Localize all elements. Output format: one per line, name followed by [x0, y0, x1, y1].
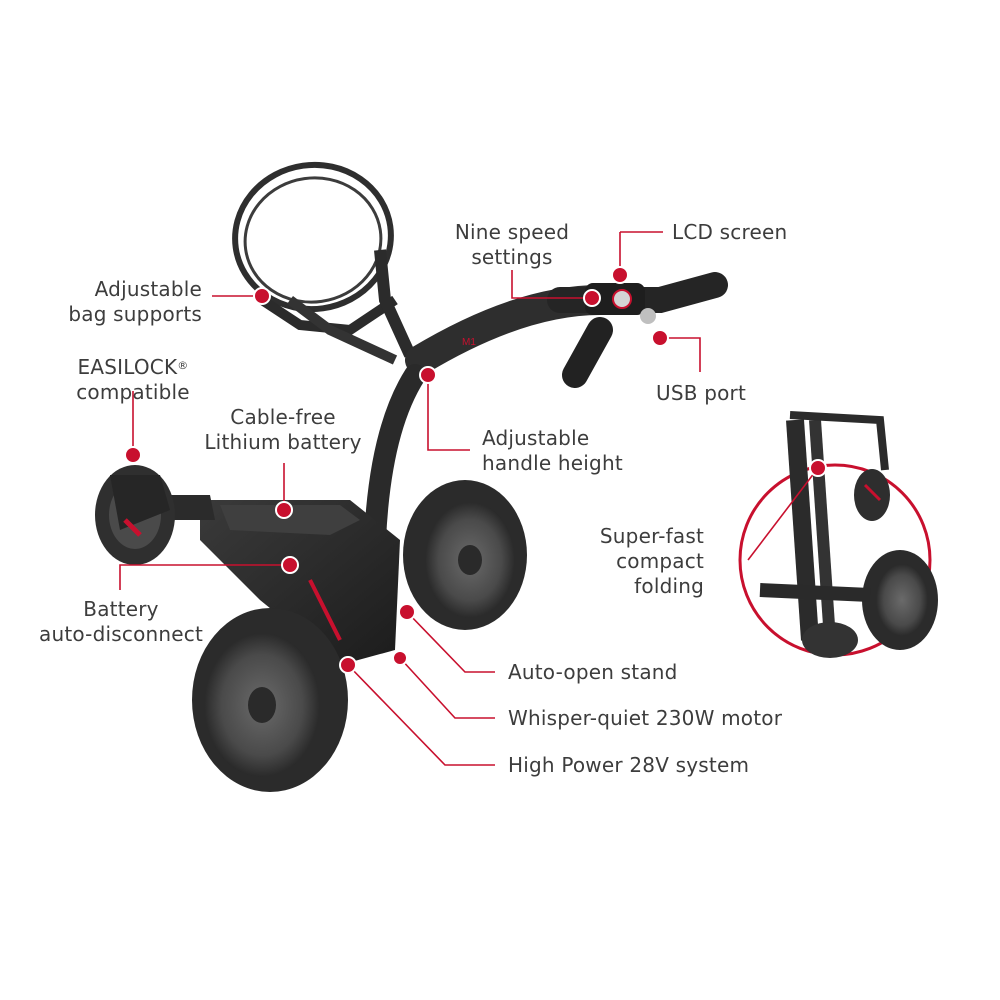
label-usb: USB port — [656, 381, 747, 405]
label-disconnect: Battery auto-disconnect — [39, 597, 203, 646]
label-battery: Cable-free Lithium battery — [204, 405, 362, 454]
folded-trolley — [738, 411, 938, 658]
dot-easilock — [124, 446, 142, 464]
label-easilock: EASILOCK® compatible — [76, 355, 190, 404]
dot-usb — [651, 329, 669, 347]
label-handle: Adjustable handle height — [482, 426, 623, 475]
bag-support-ring — [232, 161, 416, 365]
label-stand: Auto-open stand — [508, 660, 678, 684]
dot-folding — [809, 459, 827, 477]
rear-left-wheel — [192, 608, 348, 792]
dot-lcd — [611, 266, 629, 284]
dot-handle — [419, 366, 437, 384]
stem — [364, 364, 426, 551]
handle-bar: M1 — [405, 272, 728, 388]
label-speed: Nine speed settings — [454, 220, 570, 269]
dot-disconnect — [281, 556, 299, 574]
label-bag-supports: Adjustable bag supports — [68, 277, 202, 326]
callout-dots — [124, 266, 827, 674]
label-power: High Power 28V system — [508, 753, 750, 777]
dot-stand — [398, 603, 416, 621]
label-motor: Whisper-quiet 230W motor — [508, 706, 783, 730]
front-wheel — [95, 465, 175, 565]
label-folding: Super-fast compact folding — [599, 524, 704, 598]
dot-motor — [392, 650, 408, 666]
label-lcd: LCD screen — [672, 220, 788, 244]
svg-text:M1: M1 — [462, 337, 476, 348]
dot-battery — [275, 501, 293, 519]
rear-right-wheel — [403, 480, 527, 630]
dot-power — [339, 656, 357, 674]
dot-bag-supports — [253, 287, 271, 305]
dot-speed — [583, 289, 601, 307]
chassis — [100, 495, 400, 665]
